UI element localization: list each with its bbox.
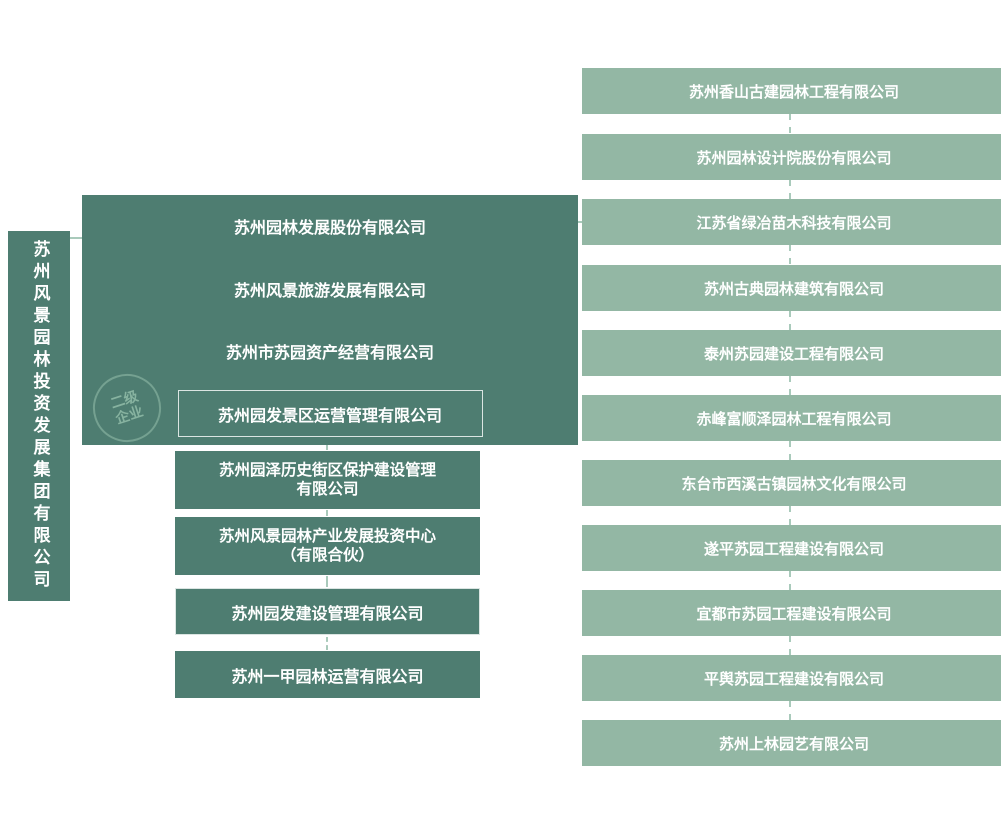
tier3-node: 遂平苏园工程建设有限公司 (582, 525, 1001, 571)
tier3-node-label: 苏州上林园艺有限公司 (718, 734, 869, 753)
dashed-connector (789, 376, 791, 395)
watermark-text: 二级 企业 (109, 388, 146, 427)
tier2-node-label: 苏州市苏园资产经营有限公司 (225, 343, 434, 363)
tier3-node: 苏州园林设计院股份有限公司 (582, 134, 1001, 180)
dashed-connector (789, 571, 791, 590)
dashed-connector (789, 114, 791, 133)
tier3-node-label: 泰州苏园建设工程有限公司 (703, 344, 884, 363)
dashed-connector (789, 311, 791, 330)
dashed-connector (789, 441, 791, 460)
tier2-node-label-line2: （有限合伙） (280, 546, 374, 564)
dashed-connector (326, 510, 328, 516)
tier3-node: 东台市西溪古镇园林文化有限公司 (582, 460, 1001, 506)
tier3-node-label: 江苏省绿冶苗木科技有限公司 (696, 213, 892, 232)
tier2-node-outlined: 苏州园发景区运营管理有限公司 (82, 383, 578, 446)
tier2-node-label: 苏州风景旅游发展有限公司 (233, 280, 426, 300)
dashed-connector (789, 701, 791, 720)
tier3-node: 苏州上林园艺有限公司 (582, 720, 1001, 766)
dashed-connector (789, 245, 791, 264)
tier3-node: 泰州苏园建设工程有限公司 (582, 330, 1001, 376)
tier2-node-label: 苏州一甲园林运营有限公司 (231, 666, 424, 686)
tier2-node-label: 苏州园发建设管理有限公司 (231, 603, 424, 623)
tier2-node: 苏州市苏园资产经营有限公司 (82, 320, 578, 383)
tier3-node: 赤峰富顺泽园林工程有限公司 (582, 395, 1001, 441)
tier2-node: 苏州园林发展股份有限公司 (82, 195, 578, 258)
tier2-node-label: 苏州园林发展股份有限公司 (233, 218, 426, 238)
tier2-node: 苏州风景旅游发展有限公司 (82, 258, 578, 321)
tier3-node-label: 苏州古典园林建筑有限公司 (703, 279, 884, 298)
dashed-connector (326, 576, 328, 587)
tier2-node: 苏州风景园林产业发展投资中心 （有限合伙） (175, 517, 480, 575)
dashed-connector (326, 441, 328, 450)
tier2-node-label: 苏州园发景区运营管理有限公司 (217, 405, 442, 425)
tier3-node-label: 宜都市苏园工程建设有限公司 (696, 604, 892, 623)
tier3-node-label: 赤峰富顺泽园林工程有限公司 (696, 409, 892, 428)
group-company-label: 苏州风景园林投资发展集团有限公司 (29, 240, 50, 592)
tier2-node-label: 苏州园泽历史街区保护建设管理 有限公司 (219, 461, 436, 499)
group-company-node: 苏州风景园林投资发展集团有限公司 (8, 231, 70, 601)
tier2-node-outlined: 苏州园发建设管理有限公司 (175, 588, 480, 635)
dashed-connector (326, 637, 328, 650)
tier3-node-label: 遂平苏园工程建设有限公司 (703, 539, 884, 558)
tier2-panel: 苏州园林发展股份有限公司 苏州风景旅游发展有限公司 苏州市苏园资产经营有限公司 … (82, 195, 578, 445)
tier3-node: 江苏省绿冶苗木科技有限公司 (582, 199, 1001, 245)
tier3-node-label: 东台市西溪古镇园林文化有限公司 (681, 474, 907, 493)
tier2-node-label-line1: 苏州风景园林产业发展投资中心 (218, 527, 436, 545)
tier3-node: 苏州古典园林建筑有限公司 (582, 265, 1001, 311)
tier3-node-label: 平舆苏园工程建设有限公司 (703, 669, 884, 688)
dashed-connector (789, 636, 791, 655)
connector-panel-to-tier3 (578, 221, 582, 223)
connector-group-to-panel (70, 237, 82, 239)
tier2-node: 苏州一甲园林运营有限公司 (175, 651, 480, 698)
tier2-node-label-line1: 苏州园泽历史街区保护建设管理 (218, 461, 436, 479)
dashed-connector (789, 180, 791, 199)
tier2-node-label: 苏州风景园林产业发展投资中心 （有限合伙） (219, 527, 436, 565)
tier3-node-label: 苏州香山古建园林工程有限公司 (688, 82, 899, 101)
tier3-node: 苏州香山古建园林工程有限公司 (582, 68, 1001, 114)
tier2-node: 苏州园泽历史街区保护建设管理 有限公司 (175, 451, 480, 509)
tier2-node-outline-box: 苏州园发景区运营管理有限公司 (177, 390, 483, 438)
tier3-node-label: 苏州园林设计院股份有限公司 (696, 148, 892, 167)
tier3-node: 平舆苏园工程建设有限公司 (582, 655, 1001, 701)
tier2-node-label-line2: 有限公司 (296, 480, 359, 498)
tier3-node: 宜都市苏园工程建设有限公司 (582, 590, 1001, 636)
dashed-connector (789, 506, 791, 525)
